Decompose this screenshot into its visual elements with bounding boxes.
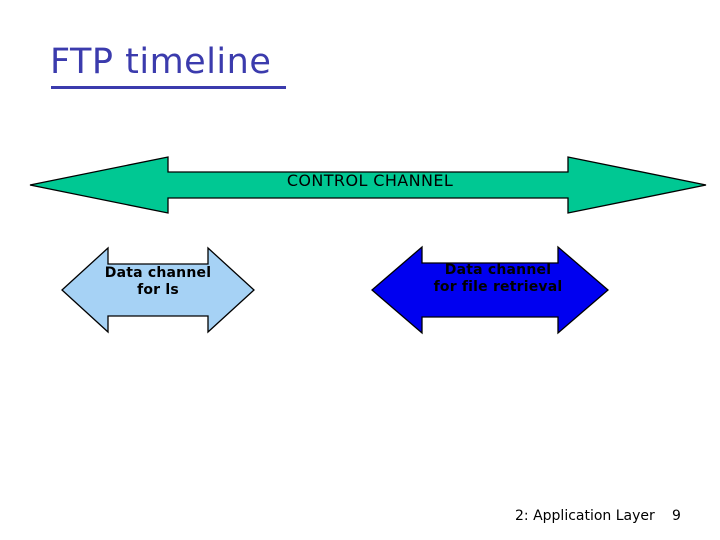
data-channel-ls-label: Data channel for ls <box>104 265 212 298</box>
footer-page-number: 9 <box>672 508 681 524</box>
footer-section-label: 2: Application Layer <box>515 508 655 524</box>
data-channel-file-retrieval-arrow-shape <box>371 245 609 335</box>
data-channel-ls-arrow-shape <box>61 246 255 334</box>
page-title: FTP timeline <box>50 42 272 82</box>
control-channel-label: CONTROL CHANNEL <box>286 171 454 190</box>
data-channel-file-retrieval-label: Data channel for file retrieval <box>433 262 563 295</box>
control-channel-arrow-shape <box>29 156 707 214</box>
title-underline <box>51 86 286 89</box>
